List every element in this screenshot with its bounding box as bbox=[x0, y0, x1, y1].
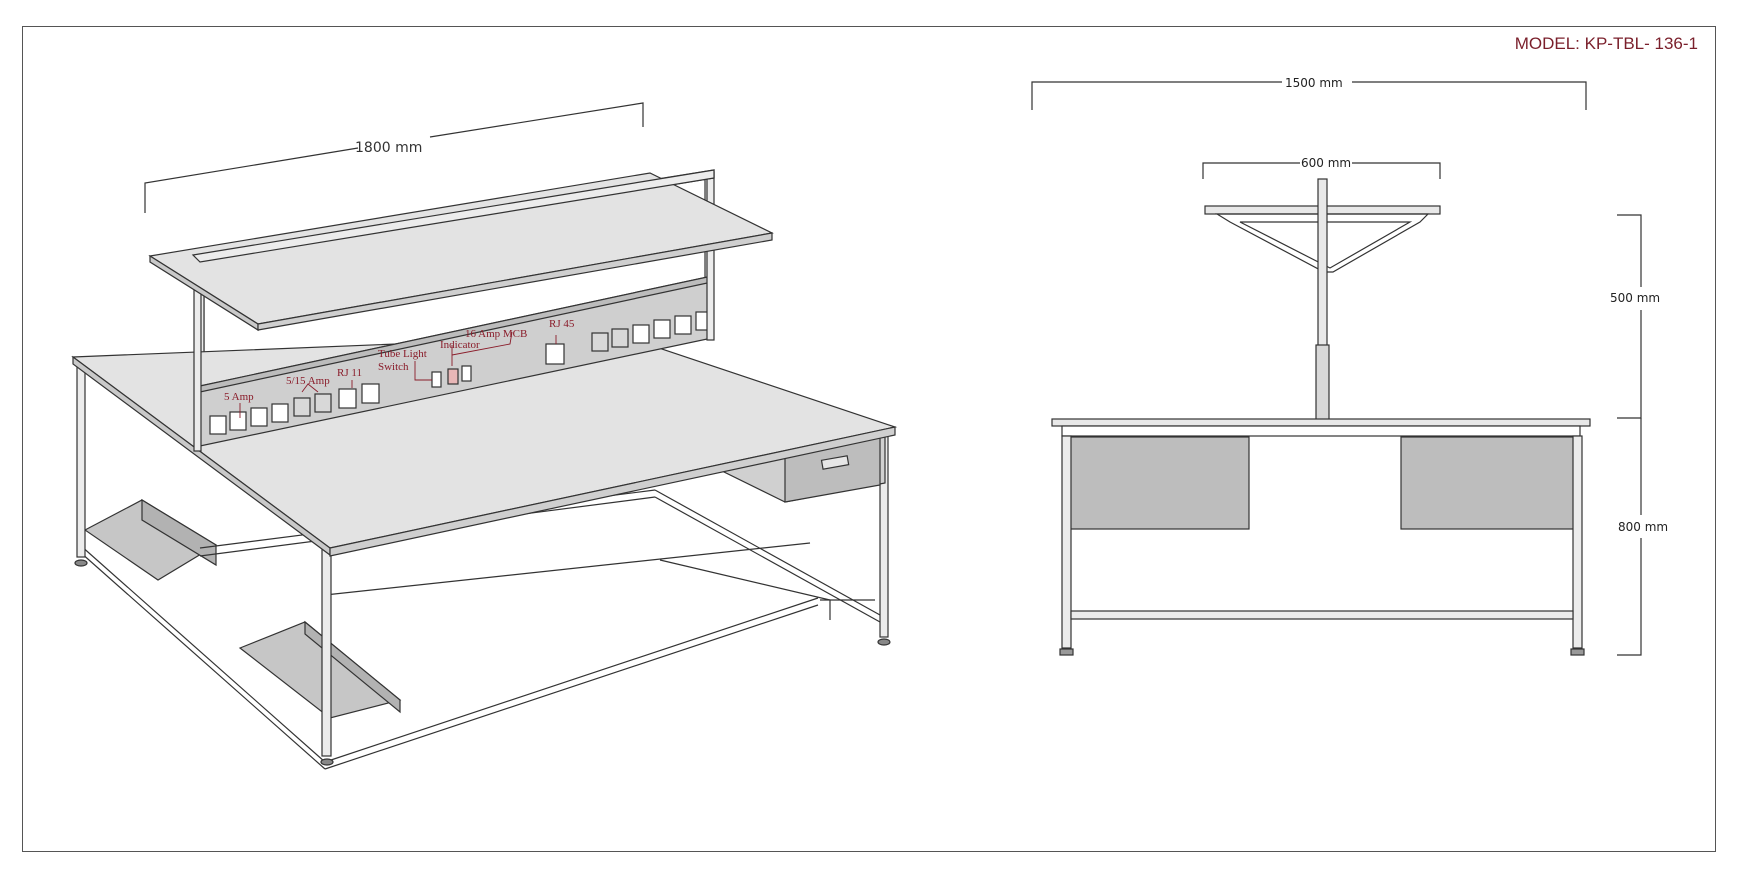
iso-width-label: 1800 mm bbox=[355, 140, 422, 156]
iso-lower-tray-left bbox=[83, 498, 218, 581]
drawing-frame bbox=[22, 26, 1716, 852]
front-legs bbox=[1061, 435, 1583, 649]
front-shelf-dimension bbox=[1202, 162, 1441, 179]
iso-callout-leaders bbox=[239, 331, 557, 418]
iso-sockets-right bbox=[591, 311, 713, 352]
callout-indicator: Indicator bbox=[440, 339, 480, 351]
iso-feet bbox=[74, 559, 891, 766]
front-table-height-label: 800 mm bbox=[1618, 520, 1668, 534]
iso-switches bbox=[431, 343, 565, 388]
iso-sockets-left bbox=[209, 383, 380, 435]
iso-upper-shelf bbox=[148, 172, 774, 332]
front-tabletop bbox=[1051, 418, 1591, 437]
front-width-label: 1500 mm bbox=[1285, 76, 1343, 90]
iso-width-dimension bbox=[144, 102, 644, 213]
iso-upper-rail bbox=[191, 169, 715, 263]
iso-view: 1800 mm bbox=[71, 102, 898, 770]
front-feet bbox=[1059, 648, 1585, 656]
front-post-socket bbox=[1315, 344, 1330, 424]
front-shelf bbox=[1204, 178, 1441, 420]
callout-5-15-amp: 5/15 Amp bbox=[286, 375, 330, 387]
front-drawer-left bbox=[1069, 436, 1250, 530]
front-upper-height-label: 500 mm bbox=[1610, 291, 1660, 305]
iso-bottom-rails bbox=[79, 489, 881, 770]
callout-5-amp: 5 Amp bbox=[224, 391, 254, 403]
front-drawer-right bbox=[1400, 436, 1575, 530]
callout-tube-light-line1: Tube Light bbox=[378, 348, 427, 360]
callout-mcb: 16 Amp MCB bbox=[465, 328, 527, 340]
model-label: MODEL: KP-TBL- 136-1 bbox=[1514, 34, 1698, 53]
front-width-dimension bbox=[1031, 81, 1587, 110]
iso-lower-tray-front bbox=[238, 620, 402, 719]
front-shelf-label: 600 mm bbox=[1301, 156, 1351, 170]
callout-rj45: RJ 45 bbox=[549, 318, 575, 330]
front-height-dimension bbox=[1617, 214, 1642, 656]
front-view: 1500 mm 600 mm 500 mm 800 mm bbox=[1031, 76, 1668, 656]
callout-rj11: RJ 11 bbox=[337, 367, 362, 379]
callout-tube-light-line2: Switch bbox=[378, 361, 409, 373]
